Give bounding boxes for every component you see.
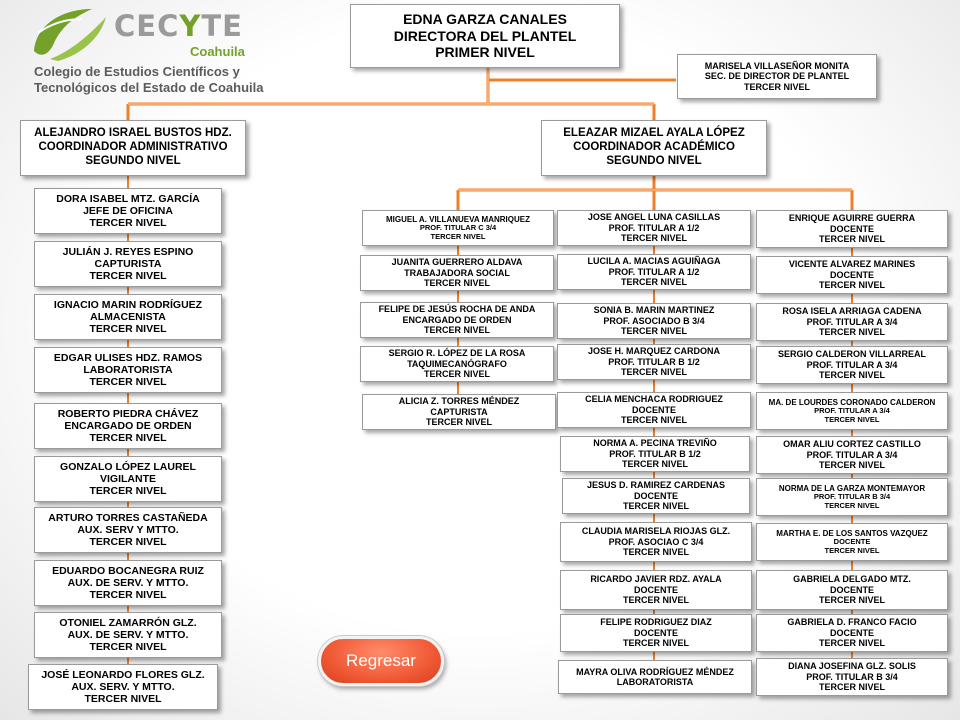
logo-state: Coahuila [190, 44, 245, 59]
back-button[interactable]: Regresar [318, 636, 444, 686]
cecyte-logo: CECYTE Coahuila Colegio de Estudios Cien… [22, 3, 263, 98]
admin-staff-box: OTONIEL ZAMARRÓN GLZ.AUX. DE SERV. Y MTT… [34, 612, 222, 658]
admin-staff-box: JOSÉ LEONARDO FLORES GLZ.AUX. SERV. Y MT… [28, 664, 218, 710]
logo-wordmark: CECYTE [114, 9, 243, 43]
admin-coordinator-box: ALEJANDRO ISRAEL BUSTOS HDZ.COORDINADOR … [20, 120, 246, 176]
academic-staff-box: CLAUDIA MARISELA RIOJAS GLZ.PROF. ASOCIA… [560, 522, 752, 562]
logo-college-name: Colegio de Estudios Científicos y Tecnol… [34, 64, 264, 95]
leaf-swirl-icon [34, 9, 106, 61]
